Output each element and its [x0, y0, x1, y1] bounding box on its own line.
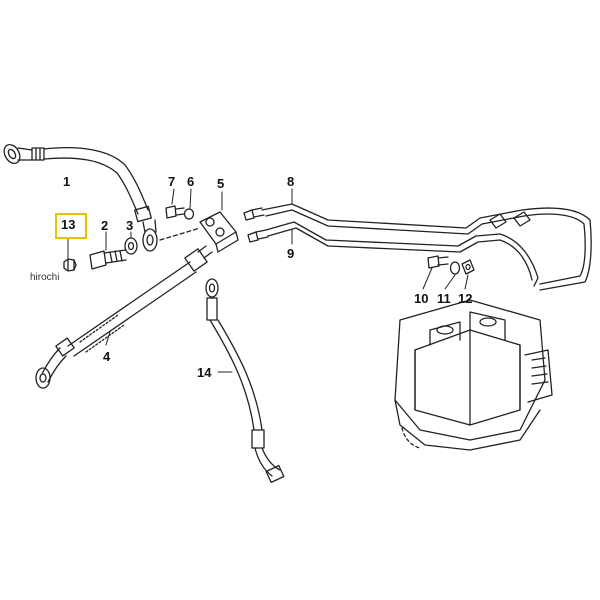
highlight-box: [55, 213, 87, 239]
cap-13: [63, 258, 77, 272]
brake-hose-4: [35, 245, 213, 389]
callout-12: 12: [458, 291, 473, 306]
callout-3: 3: [126, 218, 134, 233]
callout-1: 1: [63, 174, 71, 189]
abs-unit: [394, 299, 553, 451]
leader-lines: [67, 188, 469, 373]
callout-4: 4: [103, 349, 111, 364]
callout-13: 13: [61, 217, 76, 232]
callout-14: 14: [197, 365, 212, 380]
callout-7: 7: [168, 174, 176, 189]
bolt-7: [165, 205, 185, 219]
brake-lines-8-9: [261, 203, 592, 291]
watermark: hirochi: [30, 272, 60, 283]
banjo-bolt-2: [89, 249, 127, 270]
callout-6: 6: [187, 174, 195, 189]
callout-11: 11: [437, 291, 451, 306]
distributor-5: [159, 211, 239, 253]
callout-9: 9: [287, 246, 295, 261]
sealing-washer-3: [124, 237, 138, 255]
brake-hose-14: [205, 278, 285, 484]
callout-2: 2: [101, 218, 109, 233]
washer-6: [183, 208, 195, 220]
washer-11: [449, 261, 461, 275]
brake-hose-1: [3, 144, 158, 252]
callout-5: 5: [217, 176, 225, 191]
fitting-8: [243, 207, 265, 221]
union-12: [461, 259, 475, 275]
callout-8: 8: [287, 174, 295, 189]
bolt-10: [427, 255, 449, 269]
fitting-9: [247, 229, 269, 243]
callout-10: 10: [414, 291, 429, 306]
